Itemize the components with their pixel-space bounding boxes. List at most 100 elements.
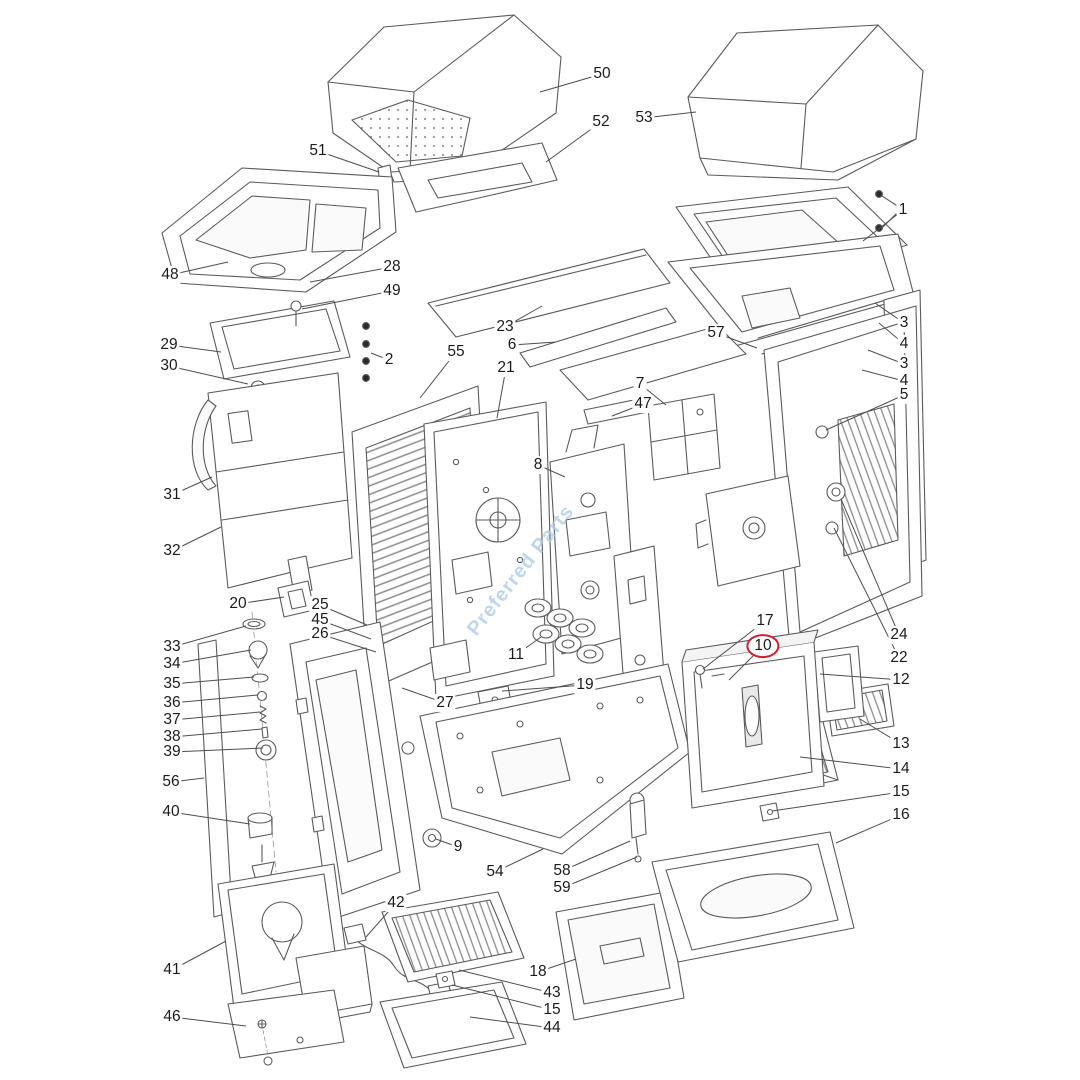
callout-35: 35 xyxy=(161,675,183,693)
part-valve xyxy=(629,792,647,863)
callout-33: 33 xyxy=(161,638,183,656)
part-electronics-box xyxy=(647,393,721,481)
part-base-plate xyxy=(227,989,345,1066)
leader-line-36 xyxy=(171,694,259,704)
leader-line-6 xyxy=(511,341,557,346)
callout-24: 24 xyxy=(888,626,910,644)
part-rear-panel xyxy=(763,289,927,649)
callout-15: 15 xyxy=(541,1001,563,1019)
part-drip-grill xyxy=(381,891,525,989)
callout-42: 42 xyxy=(385,894,407,912)
callout-22: 22 xyxy=(888,649,910,667)
callout-8: 8 xyxy=(531,456,545,474)
part-trim-strip xyxy=(519,307,677,368)
callout-20: 20 xyxy=(227,595,249,613)
part-base-chassis xyxy=(419,663,691,855)
callout-2: 2 xyxy=(382,351,396,369)
callout-52: 52 xyxy=(590,113,612,131)
leader-line-49 xyxy=(301,290,393,310)
leader-line-15 xyxy=(771,791,902,812)
part-clip xyxy=(759,802,780,822)
callout-25: 25 xyxy=(309,596,331,614)
part-knob xyxy=(422,828,442,848)
leader-line-15 xyxy=(451,984,553,1011)
callout-6: 6 xyxy=(505,336,519,354)
callout-53: 53 xyxy=(633,109,655,127)
callout-27: 27 xyxy=(434,694,456,712)
callout-3: 3 xyxy=(897,355,911,373)
callout-4: 4 xyxy=(897,372,911,390)
callout-1: 1 xyxy=(896,201,910,219)
callout-32: 32 xyxy=(161,542,183,560)
leader-line-30 xyxy=(168,365,249,385)
callout-7: 7 xyxy=(633,375,647,393)
leader-line-46 xyxy=(171,1016,247,1027)
part-drip-tray xyxy=(379,981,527,1069)
part-boiler-assembly xyxy=(549,424,637,655)
part-brew-unit xyxy=(695,475,801,587)
leader-line-14 xyxy=(799,756,902,770)
leader-line-22 xyxy=(833,527,900,659)
callout-10: 10 xyxy=(746,634,780,658)
callout-19: 19 xyxy=(574,676,596,694)
leader-line-44 xyxy=(469,1016,553,1029)
callout-28: 28 xyxy=(381,258,403,276)
part-flat-panel xyxy=(427,248,671,338)
callout-23: 23 xyxy=(494,318,516,336)
callout-37: 37 xyxy=(161,711,183,729)
callout-29: 29 xyxy=(158,336,180,354)
part-top-tray-left xyxy=(161,167,397,337)
callout-9: 9 xyxy=(451,838,465,856)
callout-4: 4 xyxy=(897,335,911,353)
callout-16: 16 xyxy=(890,806,912,824)
part-dispenser-column xyxy=(242,611,277,873)
callout-41: 41 xyxy=(161,961,183,979)
leader-line-1 xyxy=(862,209,904,242)
callout-26: 26 xyxy=(309,625,331,643)
callout-39: 39 xyxy=(161,743,183,761)
leader-line-58 xyxy=(561,840,631,872)
callout-12: 12 xyxy=(890,671,912,689)
callout-36: 36 xyxy=(161,694,183,712)
callout-55: 55 xyxy=(445,343,467,361)
callout-5: 5 xyxy=(897,386,911,404)
part-grounds-bin xyxy=(555,891,685,1021)
leader-line-19 xyxy=(501,684,586,692)
leader-line-24 xyxy=(840,498,900,636)
leader-line-4 xyxy=(861,369,905,382)
leader-line-38 xyxy=(171,728,263,738)
part-mid-frame xyxy=(423,401,555,701)
callout-40: 40 xyxy=(160,803,182,821)
callout-54: 54 xyxy=(484,863,506,881)
callout-31: 31 xyxy=(161,486,183,504)
leader-line-28 xyxy=(309,266,393,283)
callout-13: 13 xyxy=(890,735,912,753)
callout-14: 14 xyxy=(890,760,912,778)
part-water-tank xyxy=(191,372,353,604)
callout-49: 49 xyxy=(381,282,403,300)
callout-21: 21 xyxy=(495,359,517,377)
leader-line-12 xyxy=(819,673,902,681)
leader-line-40 xyxy=(170,811,251,825)
callout-57: 57 xyxy=(705,324,727,342)
callout-47: 47 xyxy=(632,395,654,413)
callout-51: 51 xyxy=(307,142,329,160)
part-lower-container xyxy=(217,863,373,1025)
callout-50: 50 xyxy=(591,65,613,83)
leader-line-43 xyxy=(458,969,553,994)
callout-46: 46 xyxy=(161,1008,183,1026)
leader-line-37 xyxy=(171,711,261,721)
leader-line-5 xyxy=(825,394,905,431)
callout-17: 17 xyxy=(754,612,776,630)
leader-line-33 xyxy=(171,625,247,648)
callout-59: 59 xyxy=(551,879,573,897)
leader-line-59 xyxy=(561,856,638,889)
part-top-cover-right xyxy=(687,24,924,181)
callout-56: 56 xyxy=(160,773,182,791)
callout-43: 43 xyxy=(541,984,563,1002)
callout-44: 44 xyxy=(541,1019,563,1037)
part-lower-tray xyxy=(651,831,855,963)
